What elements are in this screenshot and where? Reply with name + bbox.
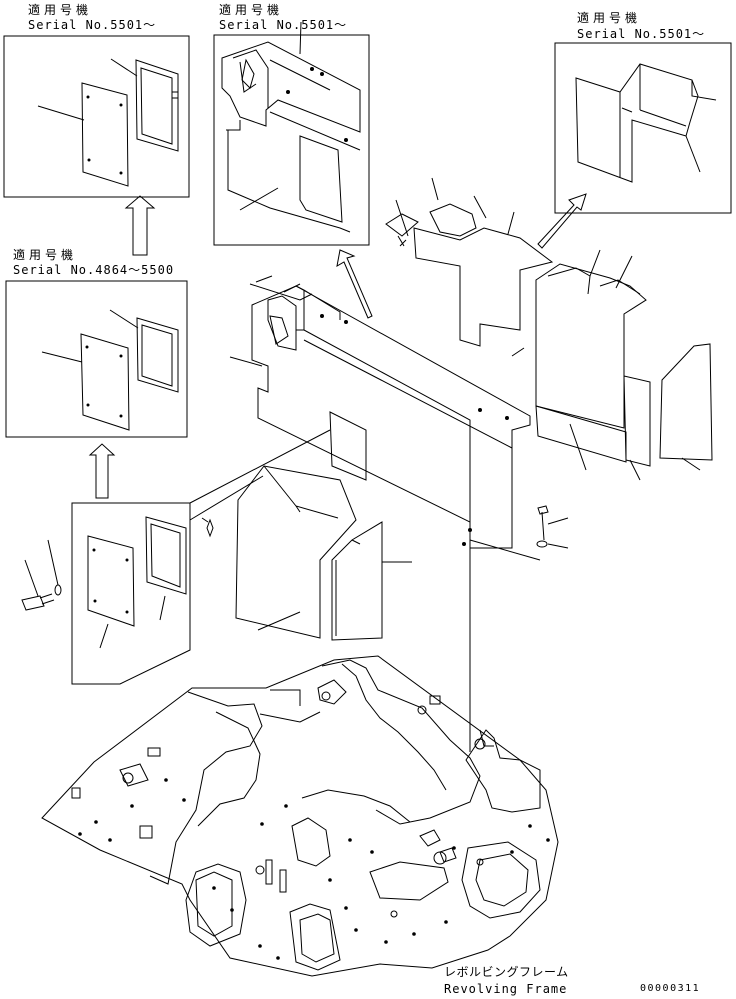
right-foam-blocks <box>385 177 713 481</box>
drawing-number: 00000311 <box>640 983 701 994</box>
frame-caption-japanese: レボルビングフレーム <box>444 965 569 979</box>
revolving-frame <box>41 655 559 977</box>
serial-range-mid-left: Serial No.4864～5500 <box>13 263 175 277</box>
inset-panel-bottom-left <box>21 429 331 685</box>
inset-panel-top-center <box>213 21 370 246</box>
center-cover-assembly <box>229 275 531 549</box>
right-bolts <box>469 505 569 561</box>
lower-foam-blocks <box>201 465 412 641</box>
frame-caption-english: Revolving Frame <box>444 982 568 996</box>
inset-panel-top-right <box>554 42 732 214</box>
applicability-label-top-right: 適用号機 <box>577 11 642 25</box>
inset-panel-top-left <box>3 35 190 198</box>
applicability-label-top-left: 適用号機 <box>28 3 93 17</box>
serial-range-top-right: Serial No.5501～ <box>577 27 706 41</box>
serial-range-top-center: Serial No.5501～ <box>219 18 348 32</box>
serial-range-top-left: Serial No.5501～ <box>28 18 157 32</box>
applicability-label-top-center: 適用号機 <box>219 3 284 17</box>
applicability-label-mid-left: 適用号機 <box>13 248 78 262</box>
inset-panel-mid-left <box>5 280 188 438</box>
upgrade-arrows <box>88 193 587 499</box>
